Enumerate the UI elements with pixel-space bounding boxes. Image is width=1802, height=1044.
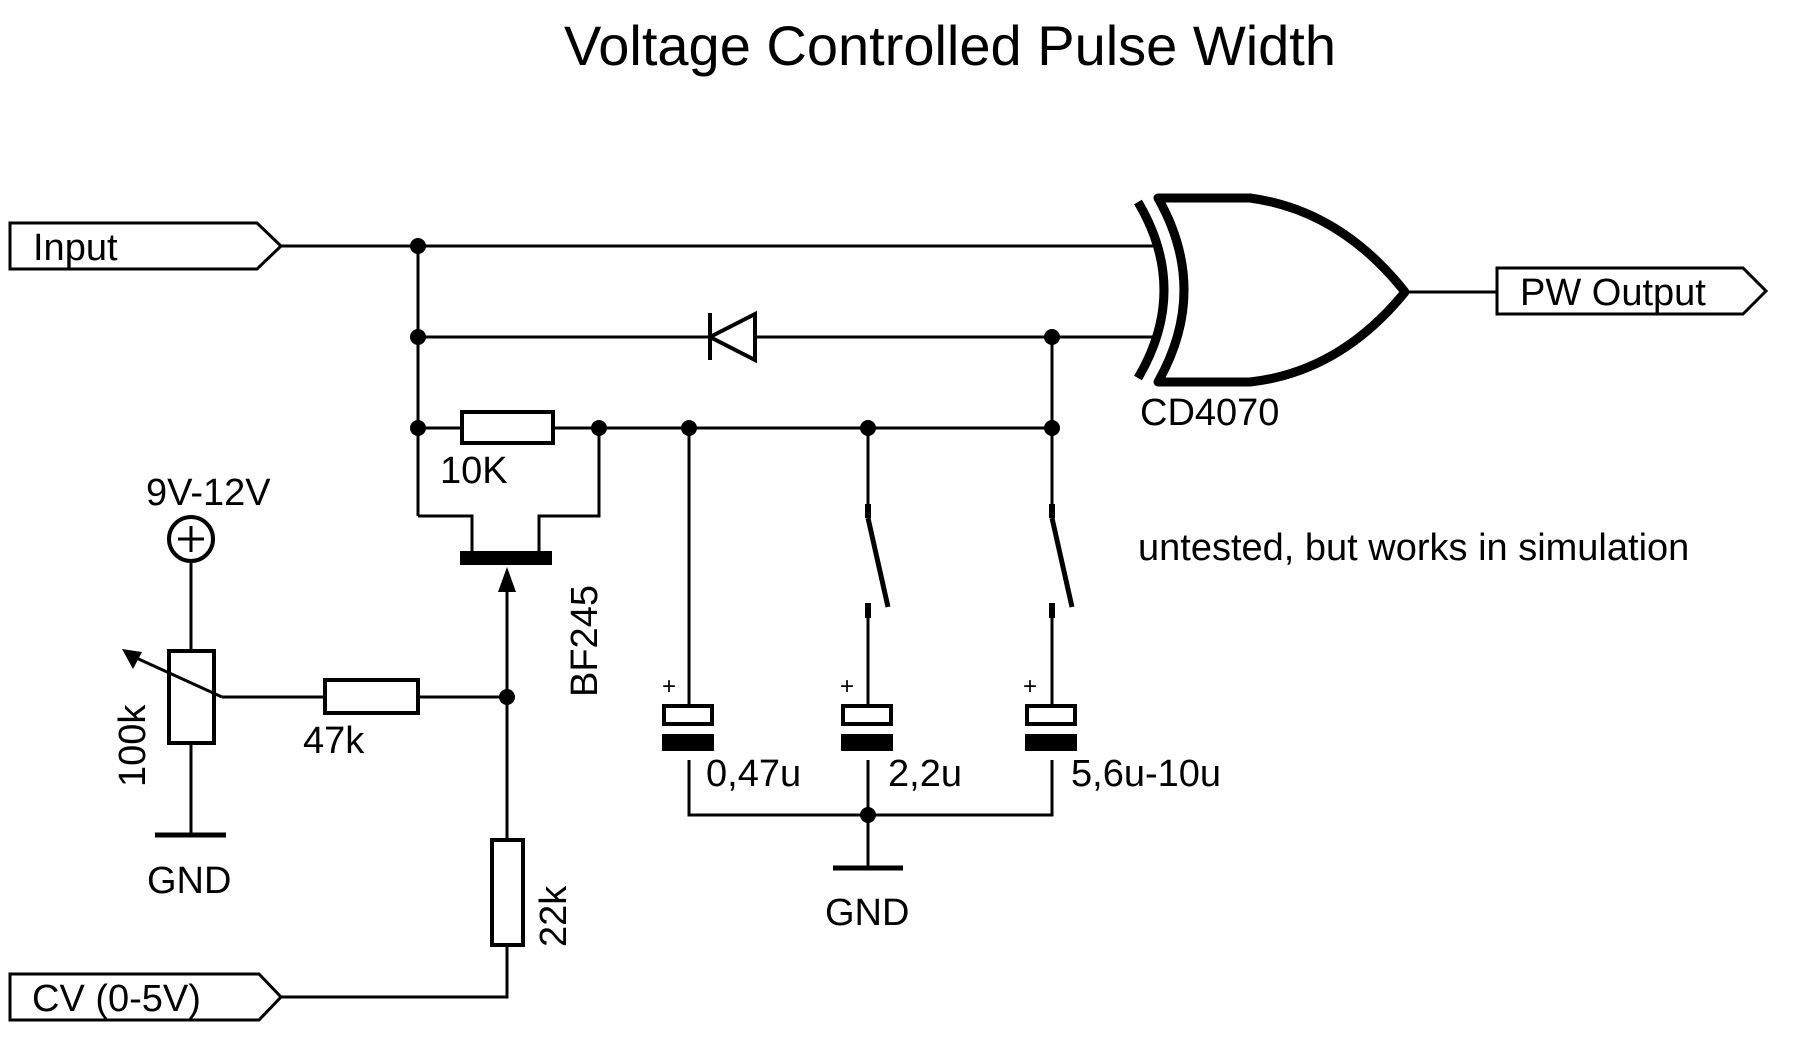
supply-9v-12v: 9V-12V xyxy=(146,472,271,563)
gnd-left: GND xyxy=(147,832,231,902)
pw-output-port: PW Output xyxy=(1495,266,1769,316)
cap-1-value: 0,47u xyxy=(706,753,801,795)
capacitor-3: + 5,6u-10u xyxy=(1023,673,1221,795)
schematic-title: Voltage Controlled Pulse Width xyxy=(564,14,1336,77)
supply-plus-icon xyxy=(167,515,215,563)
capacitor-2: + 2,2u xyxy=(840,673,962,795)
cap-2-value: 2,2u xyxy=(888,753,962,795)
pw-output-label: PW Output xyxy=(1520,272,1706,314)
junction-dot xyxy=(1044,329,1060,345)
note-text: untested, but works in simulation xyxy=(1138,527,1689,569)
junction-dot xyxy=(410,420,426,436)
cv-input-port: CV (0-5V) xyxy=(8,972,284,1022)
junction-dot xyxy=(499,689,515,705)
junction-dot xyxy=(681,420,697,436)
cap-2-polarity: + xyxy=(840,673,854,700)
junctions xyxy=(410,238,1060,823)
capacitor-1: + 0,47u xyxy=(662,673,801,795)
resistor-10k: 10K xyxy=(440,410,555,492)
diode xyxy=(705,310,757,364)
xor-gate-label: CD4070 xyxy=(1140,392,1279,434)
resistor-22k-label: 22k xyxy=(533,885,575,947)
resistor-10k-label: 10K xyxy=(440,450,508,492)
cv-port-label: CV (0-5V) xyxy=(32,978,201,1020)
junction-dot xyxy=(410,329,426,345)
resistor-47k: 47k xyxy=(303,678,420,762)
junction-dot xyxy=(591,420,607,436)
jfet-bf245: BF245 xyxy=(460,551,606,697)
resistor-47k-label: 47k xyxy=(303,720,365,762)
junction-dot xyxy=(1044,420,1060,436)
cap-1-polarity: + xyxy=(662,673,676,700)
potentiometer-100k: 100k xyxy=(112,649,223,787)
cap-3-value: 5,6u-10u xyxy=(1071,753,1221,795)
switch-2u2 xyxy=(865,504,891,618)
xor-gate: CD4070 xyxy=(1134,193,1410,434)
gnd-caps-label: GND xyxy=(825,892,909,934)
gnd-caps: GND xyxy=(825,865,909,934)
resistor-22k: 22k xyxy=(490,838,575,947)
switch-5u6 xyxy=(1049,504,1075,618)
wires xyxy=(189,244,1497,999)
gnd-left-label: GND xyxy=(147,860,231,902)
pot-label: 100k xyxy=(112,704,154,787)
supply-label: 9V-12V xyxy=(146,472,271,514)
junction-dot xyxy=(410,238,426,254)
junction-dot xyxy=(860,420,876,436)
input-port: Input xyxy=(8,221,284,271)
cap-3-polarity: + xyxy=(1023,673,1037,700)
input-port-label: Input xyxy=(33,227,118,269)
junction-dot xyxy=(860,807,876,823)
jfet-label: BF245 xyxy=(564,585,606,697)
